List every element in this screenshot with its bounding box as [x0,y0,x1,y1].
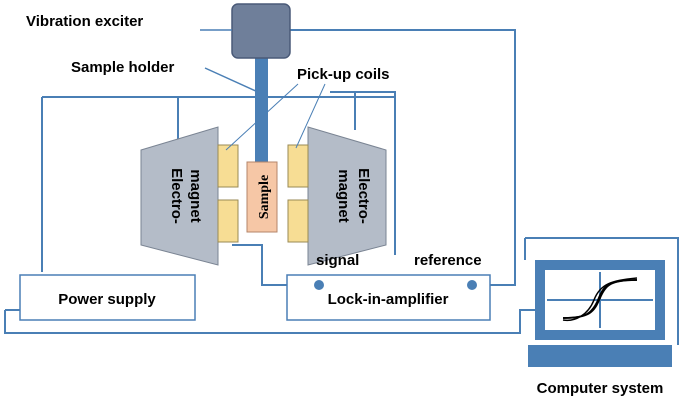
top-rail-wire-2 [330,91,396,240]
computer-system: Computer system [528,260,672,397]
right-magnet-label-2: Electro- [355,168,372,224]
left-magnet-label-2: magnet [187,169,204,222]
sample-holder-rod [255,58,268,168]
hysteresis-loop [562,277,638,322]
right-magnet-label-1: magnet [335,169,352,222]
left-magnet-label-1: Electro- [168,168,185,224]
vibration-exciter-label: Vibration exciter [26,13,143,30]
coil-right-top [287,144,309,188]
holder-leader [204,67,259,93]
power-supply-label: Power supply [58,291,156,308]
signal-label: signal [316,252,359,269]
sample-holder-label: Sample holder [71,59,175,76]
coil-leader-right [295,83,326,149]
coil-leader-left [225,83,299,151]
reference-terminal [467,280,477,290]
left-electromagnet [140,126,219,266]
reference-label: reference [414,252,482,269]
lock-in-label: Lock-in-amplifier [328,291,449,308]
exciter-wire [290,29,516,286]
computer-base [528,345,672,367]
sample-label: Sample [257,175,272,219]
sample-block [246,161,278,233]
bottom-loop-wire [4,309,545,334]
signal-terminal [314,280,324,290]
computer-link-wire [524,237,679,345]
coil-right-bottom [287,199,309,243]
vibration-exciter-block [231,3,291,59]
coil-left-bottom [217,199,239,243]
pickup-coils-label: Pick-up coils [297,66,390,83]
coil-left-top [217,144,239,188]
power-supply-box [19,274,196,321]
computer-label: Computer system [537,380,664,397]
